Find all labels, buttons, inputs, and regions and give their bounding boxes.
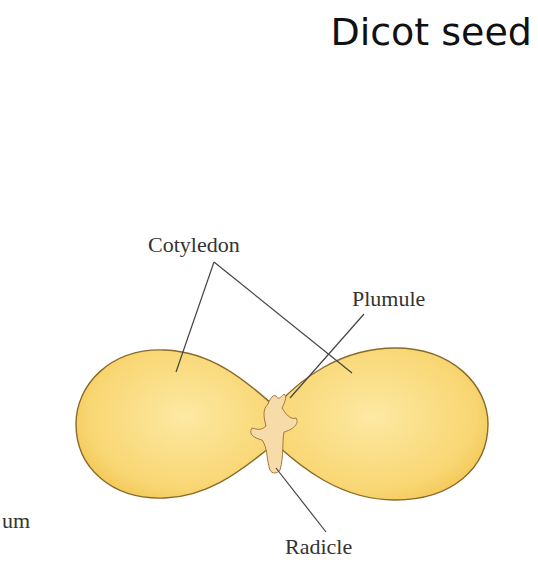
cut-off-label: um <box>2 508 30 534</box>
part-label: Plumule <box>352 286 425 312</box>
cotyledon-left <box>76 350 272 498</box>
part-label: Radicle <box>285 534 352 560</box>
diagram-title: Dicot seed <box>330 10 532 54</box>
part-label: Cotyledon <box>148 232 240 258</box>
leader-lines <box>176 262 364 532</box>
cotyledon-right <box>278 348 488 500</box>
embryo-axis <box>251 394 297 473</box>
